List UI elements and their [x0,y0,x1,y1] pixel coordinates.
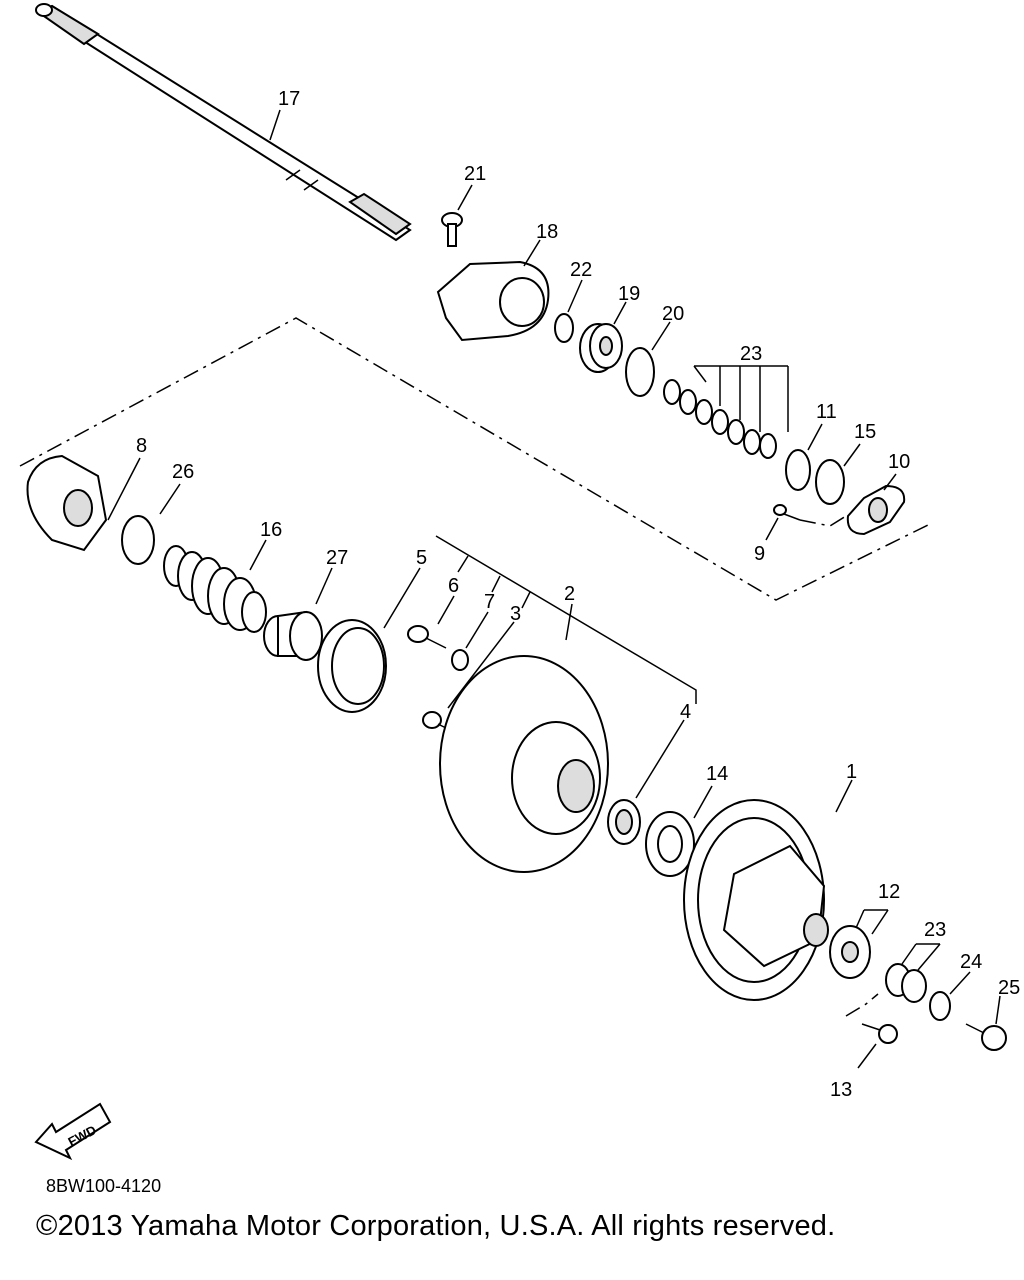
part-23-shims-upper [663,379,777,459]
label-12: 12 [878,881,900,903]
part-2-sheave [439,655,609,873]
part-20-circlip [625,347,655,397]
label-3: 3 [510,603,521,625]
label-4: 4 [680,701,691,723]
label-27: 27 [326,547,348,569]
part-11-circlip [785,449,811,491]
part-15-washer [815,459,845,505]
part-12-plate [829,925,871,979]
part-9-screw [773,504,801,521]
part-7-washer [451,649,469,671]
part-5-ring [317,619,387,713]
label-11: 11 [816,401,837,423]
label-18: 18 [536,221,558,243]
fwd-arrow-icon: FWD [34,1102,112,1161]
part-1-fixed-sheave [683,799,829,1001]
label-9: 9 [754,543,765,565]
part-13-bolt [861,1023,898,1044]
label-5: 5 [416,547,427,569]
part-4-bushing [607,799,641,845]
part-10-plate [846,484,906,536]
label-16: 16 [260,519,282,541]
label-22: 22 [570,259,592,281]
label-24: 24 [960,951,982,973]
part-27-bushing [263,610,323,661]
label-20: 20 [662,303,684,325]
copyright-notice: ©2013 Yamaha Motor Corporation, U.S.A. A… [36,1210,836,1242]
label-7: 7 [484,591,495,613]
part-8-ramp [26,454,108,552]
label-2: 2 [564,583,575,605]
part-24-washer [929,991,951,1021]
label-26: 26 [172,461,194,483]
part-6-bolt [407,625,447,649]
label-14: 14 [706,763,728,785]
diagram-code: 8BW100-4120 [46,1176,162,1196]
part-22-ring [554,313,574,343]
label-17: 17 [278,88,300,110]
label-15: 15 [854,421,876,443]
part-17-shaft [35,3,412,242]
part-23-shims-lower [885,963,927,1003]
label-23-lower: 23 [924,919,946,941]
label-6: 6 [448,575,459,597]
label-10: 10 [888,451,910,473]
part-18-bracket [436,260,550,342]
part-19-bearing [579,323,623,373]
label-25: 25 [998,977,1020,999]
part-26-washer [121,515,155,565]
part-21-bolt [441,212,463,247]
part-25-bolt [965,1023,1007,1051]
label-8: 8 [136,435,147,457]
part-14-washer [645,811,695,877]
label-19: 19 [618,283,640,305]
label-1: 1 [846,761,857,783]
label-23-upper: 23 [740,343,762,365]
label-13: 13 [830,1079,852,1101]
label-21: 21 [464,163,486,185]
part-16-spring [163,545,267,633]
part-3-bolt [422,711,451,731]
